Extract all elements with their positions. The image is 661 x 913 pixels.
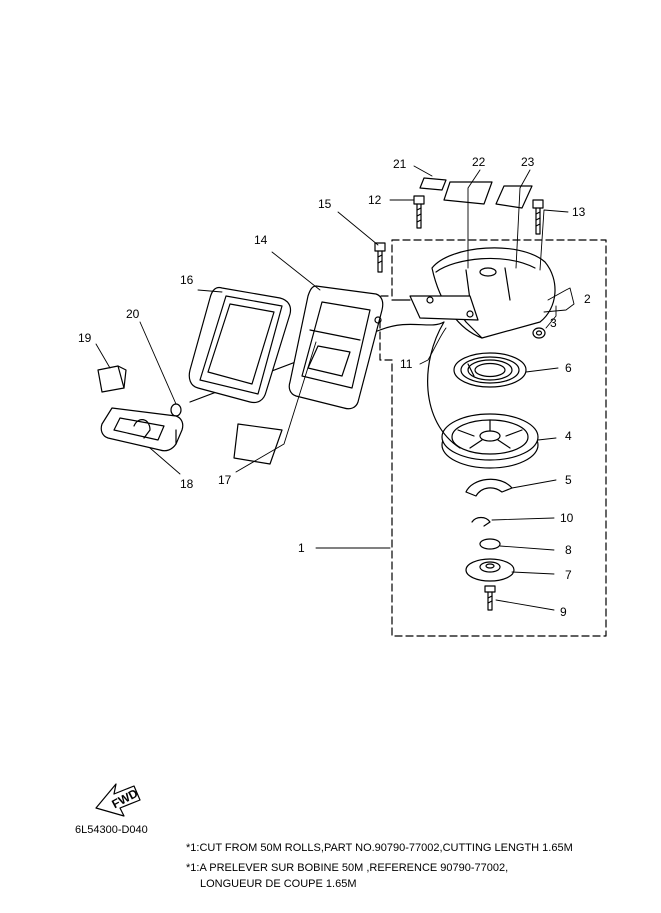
starter-housing: [391, 247, 556, 339]
drawing-code: 6L54300-D040: [75, 824, 148, 836]
handle-guide: [188, 286, 292, 404]
callout-14: 14: [254, 233, 268, 247]
bolt-13: [532, 199, 544, 235]
callout-21: 21: [393, 157, 407, 171]
callout-20: 20: [126, 307, 140, 321]
callout-9: 9: [560, 605, 567, 619]
callout-15: 15: [318, 197, 332, 211]
callout-7: 7: [565, 568, 572, 582]
clip-ring: [479, 538, 501, 550]
spiral-spring: [453, 352, 527, 388]
rope-end: [170, 403, 182, 417]
callout-17: 17: [218, 473, 232, 487]
callout-23: 23: [521, 155, 535, 169]
note-french-line1: *1:A PRELEVER SUR BOBINE 50M ,REFERENCE …: [186, 862, 509, 874]
decal-21: [419, 177, 447, 191]
callout-5: 5: [565, 473, 572, 487]
callout-1: 1: [298, 541, 305, 555]
drive-pawl: [465, 478, 513, 497]
callout-3: 3: [550, 316, 557, 330]
drive-plate: [465, 558, 515, 582]
starter-handle: [100, 407, 184, 452]
callout-2: 2: [584, 292, 591, 306]
callout-13: 13: [572, 205, 586, 219]
bolt-12: [413, 195, 425, 229]
nut: [532, 327, 546, 339]
callout-19: 19: [78, 331, 92, 345]
callout-numbers: 1 2 3 4 5 6 7 8 9 10 11 12 13 14 15 16 1…: [78, 155, 591, 619]
callout-16: 16: [180, 273, 194, 287]
callout-22: 22: [472, 155, 486, 169]
callout-12: 12: [368, 193, 382, 207]
center-bolt: [484, 585, 496, 611]
callout-10: 10: [560, 511, 574, 525]
assembly-boundary: [379, 239, 607, 637]
sheave-drum: [441, 413, 539, 469]
handle-cap: [97, 365, 127, 393]
callout-8: 8: [565, 543, 572, 557]
callout-4: 4: [565, 429, 572, 443]
handle-housing: [288, 285, 384, 410]
fwd-arrow-icon: FWD: [95, 783, 141, 817]
bolt-15: [374, 242, 386, 273]
leader-lines: [95, 165, 575, 611]
note-french-line2: LONGUEUR DE COUPE 1.65M: [200, 878, 357, 890]
decal-17: [233, 423, 283, 465]
callout-6: 6: [565, 361, 572, 375]
callout-11: 11: [400, 357, 413, 371]
note-english: *1:CUT FROM 50M ROLLS,PART NO.90790-7700…: [186, 842, 573, 854]
decal-23: [495, 185, 533, 209]
return-spring: [471, 516, 491, 527]
callout-18: 18: [180, 477, 194, 491]
decal-22: [443, 181, 493, 205]
